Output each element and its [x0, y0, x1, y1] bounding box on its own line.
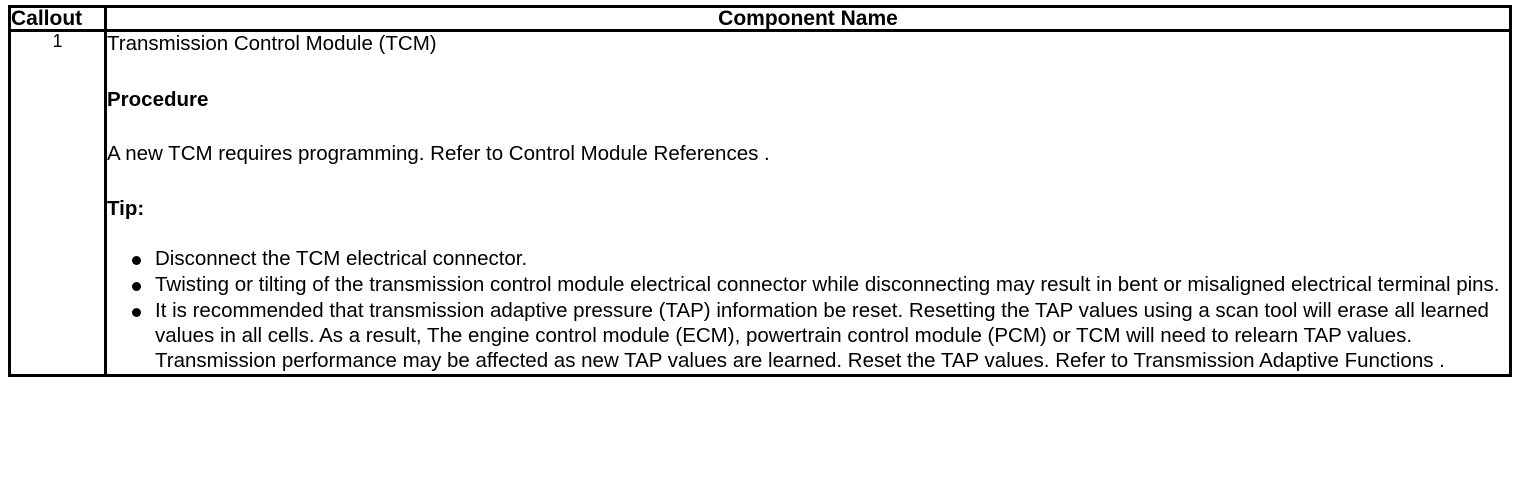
table-row: 1 Transmission Control Module (TCM) Proc… [8, 28, 1512, 378]
column-header-component-name: Component Name [104, 5, 1512, 32]
table-header: Callout Component Name [8, 5, 1512, 32]
bullet-icon [132, 282, 141, 292]
bullet-icon [132, 256, 141, 266]
component-title: Transmission Control Module (TCM) [107, 32, 437, 55]
component-table: Callout Component Name 1 Transmission Co… [8, 5, 1512, 378]
component-details-cell: Transmission Control Module (TCM) Proced… [104, 28, 1512, 378]
list-item-text: Twisting or tilting of the transmission … [155, 273, 1500, 297]
spacer-after-procedure-text [107, 167, 1509, 197]
spacer-after-tip-heading [107, 221, 1509, 247]
tip-heading: Tip: [107, 196, 145, 220]
table-body: 1 Transmission Control Module (TCM) Proc… [8, 28, 1512, 378]
spacer-after-procedure-heading [107, 112, 1509, 142]
list-item-text: It is recommended that transmission adap… [155, 298, 1489, 372]
column-header-callout: Callout [8, 5, 107, 32]
bullet-icon [132, 307, 141, 317]
tip-list: Disconnect the TCM electrical connector.… [107, 247, 1509, 373]
callout-number: 1 [8, 28, 107, 378]
spacer-after-title [107, 57, 1509, 88]
list-item: Twisting or tilting of the transmission … [107, 273, 1509, 298]
list-item-text: Disconnect the TCM electrical connector. [155, 247, 528, 271]
procedure-heading: Procedure [107, 87, 209, 111]
list-item: Disconnect the TCM electrical connector. [107, 247, 1509, 272]
table-header-row: Callout Component Name [8, 5, 1512, 32]
list-item: It is recommended that transmission adap… [107, 299, 1509, 373]
procedure-text: A new TCM requires programming. Refer to… [107, 142, 770, 166]
